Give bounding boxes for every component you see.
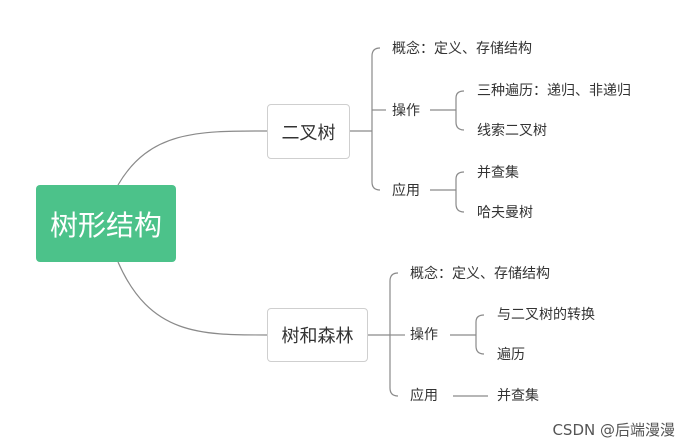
watermark: CSDN @后端漫漫 <box>552 421 675 439</box>
node-binary-tree-operation: 操作 <box>392 103 420 119</box>
node-tree-forest-operation: 操作 <box>410 327 438 343</box>
node-binary-tree-application: 应用 <box>392 183 420 199</box>
node-tree-forest-traversal: 遍历 <box>497 347 525 363</box>
branch-label: 树和森林 <box>281 326 354 347</box>
connector-tree-forest-op-bracket <box>475 314 485 355</box>
connector-binary-tree-app-bracket <box>455 171 465 213</box>
connector-root-tree-forest <box>117 261 268 336</box>
connector-binary-tree-bracket <box>371 47 381 191</box>
branch-tree-forest: 树和森林 <box>267 308 368 362</box>
node-tree-forest-union-find: 并查集 <box>497 388 539 404</box>
node-binary-tree-traversal: 三种遍历：递归、非递归 <box>477 83 631 99</box>
connector-binary-tree-op-bracket <box>455 90 465 131</box>
node-binary-tree-huffman: 哈夫曼树 <box>477 205 533 221</box>
node-tree-forest-concept: 概念：定义、存储结构 <box>410 266 550 282</box>
node-tree-forest-application: 应用 <box>410 388 438 404</box>
root-node: 树形结构 <box>36 185 176 262</box>
node-binary-tree-threaded: 线索二叉树 <box>477 123 547 139</box>
branch-label: 二叉树 <box>281 122 336 144</box>
root-label: 树形结构 <box>49 208 162 242</box>
branch-binary-tree: 二叉树 <box>267 104 350 159</box>
node-binary-tree-union-find: 并查集 <box>477 165 519 181</box>
connector-root-binary-tree <box>117 130 268 186</box>
node-tree-forest-convert: 与二叉树的转换 <box>497 307 595 323</box>
node-binary-tree-concept: 概念：定义、存储结构 <box>392 41 532 57</box>
